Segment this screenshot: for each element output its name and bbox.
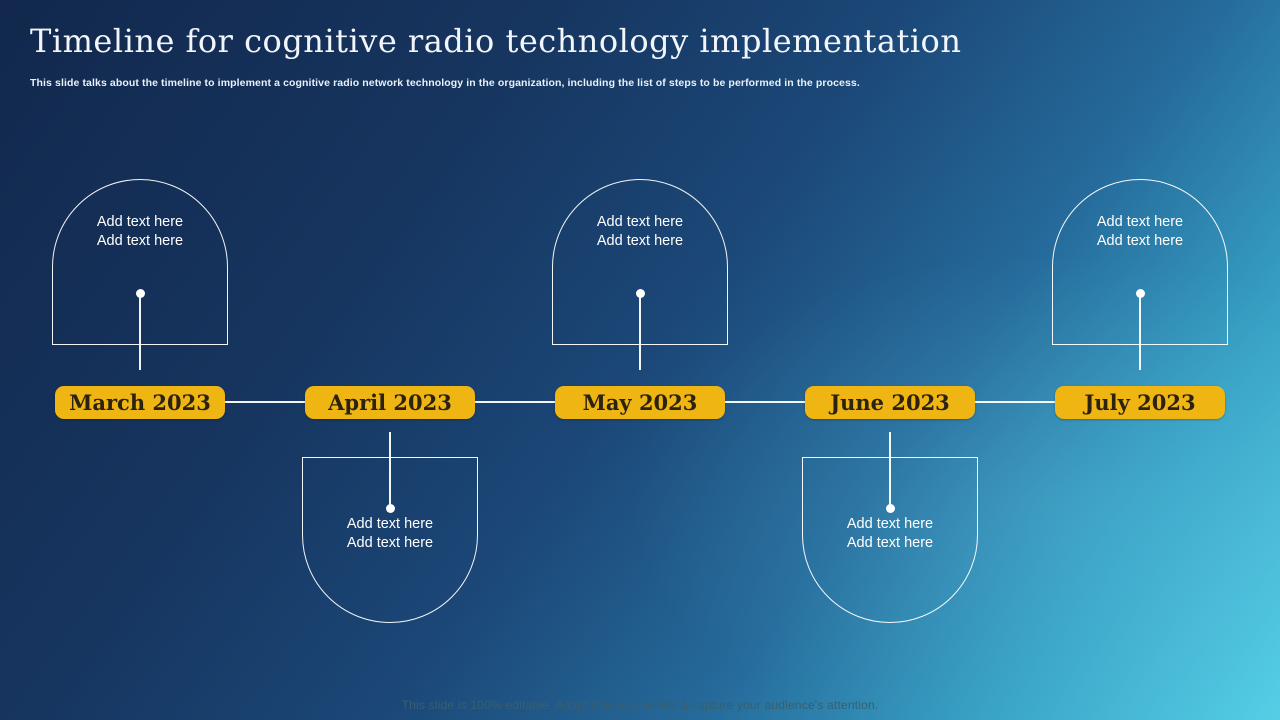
callout-text-june[interactable]: Add text here Add text here [803, 515, 977, 552]
page-title: Timeline for cognitive radio technology … [30, 22, 962, 60]
milestone-pill-june[interactable]: June 2023 [805, 386, 975, 419]
callout-text-line[interactable]: Add text here [846, 516, 934, 532]
callout-text-line[interactable]: Add text here [596, 232, 684, 249]
callout-text-line[interactable]: Add text here [1096, 232, 1184, 249]
milestone-pill-may[interactable]: May 2023 [555, 386, 725, 419]
connector-line-may [639, 293, 641, 370]
connector-line-july [1139, 293, 1141, 370]
connector-line-april [389, 432, 391, 508]
callout-text-line[interactable]: Add text here [346, 534, 434, 551]
callout-text-line[interactable]: Add text here [96, 232, 184, 249]
callout-text-april[interactable]: Add text here Add text here [303, 515, 477, 552]
callout-text-may[interactable]: Add text here Add text here [553, 213, 727, 250]
connector-dot-may [636, 289, 645, 298]
callout-text-line[interactable]: Add text here [346, 516, 434, 532]
connector-dot-july [1136, 289, 1145, 298]
callout-may[interactable]: Add text here Add text here [552, 179, 728, 345]
milestone-pill-march[interactable]: March 2023 [55, 386, 225, 419]
callout-text-line[interactable]: Add text here [96, 214, 184, 230]
callout-text-line[interactable]: Add text here [1096, 214, 1184, 230]
slide-subtitle: This slide talks about the timeline to i… [30, 77, 860, 89]
callout-text-july[interactable]: Add text here Add text here [1053, 213, 1227, 250]
callout-june[interactable]: Add text here Add text here [802, 457, 978, 623]
callout-text-march[interactable]: Add text here Add text here [53, 213, 227, 250]
connector-line-march [139, 293, 141, 370]
milestone-pill-april[interactable]: April 2023 [305, 386, 475, 419]
connector-dot-june [886, 504, 895, 513]
milestone-pill-july[interactable]: July 2023 [1055, 386, 1225, 419]
footer-note: This slide is 100% editable. Adapt it to… [401, 698, 879, 712]
connector-dot-march [136, 289, 145, 298]
callout-july[interactable]: Add text here Add text here [1052, 179, 1228, 345]
callout-text-line[interactable]: Add text here [596, 214, 684, 230]
callout-text-line[interactable]: Add text here [846, 534, 934, 551]
connector-dot-april [386, 504, 395, 513]
connector-line-june [889, 432, 891, 508]
